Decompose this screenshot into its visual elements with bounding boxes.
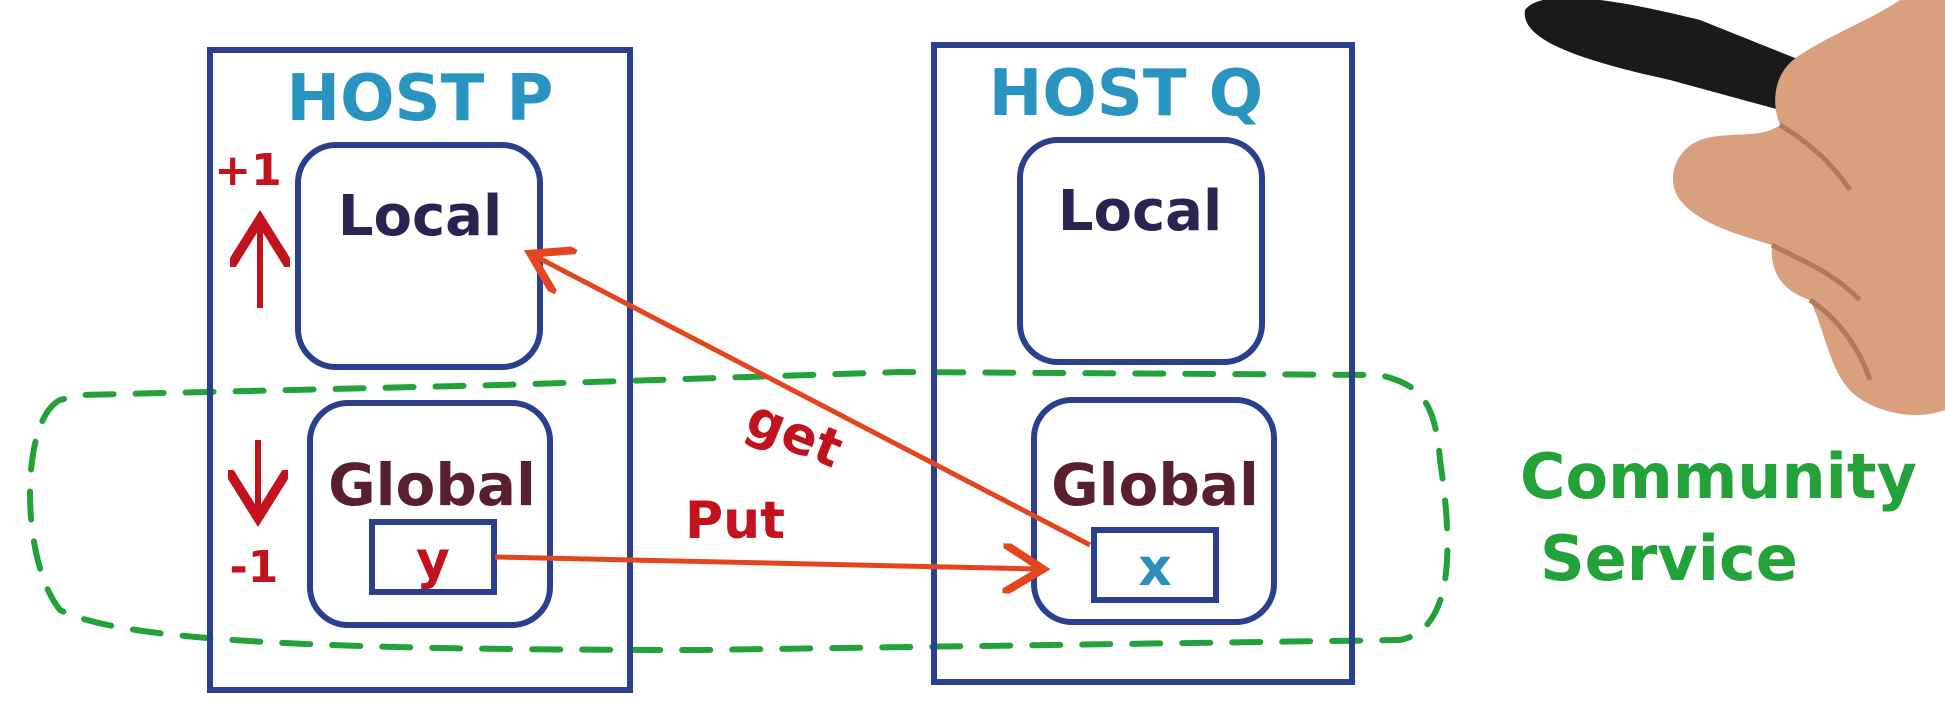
host-q-variable-box (1091, 527, 1219, 603)
put-arrow (494, 557, 1038, 569)
host-q-variable-label: x (1138, 538, 1172, 598)
host-p-variable-box (369, 519, 497, 595)
host-p-global-box (307, 400, 553, 628)
host-p-global-label: Global (328, 451, 536, 519)
host-q-title: HOST Q (989, 57, 1263, 131)
hand-holding-marker-illustration (1524, 0, 1945, 415)
host-p-local-box (295, 142, 543, 370)
host-p-variable-label: y (416, 531, 450, 591)
hand-shadow (1770, 122, 1873, 381)
host-p: HOST P Local Global y (207, 47, 633, 693)
host-q-global-label: Global (1051, 451, 1259, 519)
host-q-local-box (1017, 137, 1265, 365)
get-arrow (535, 256, 1092, 548)
get-label: get (738, 388, 851, 480)
hand (1672, 0, 1945, 415)
put-label: Put (685, 491, 785, 551)
host-q-global-box (1031, 397, 1277, 625)
host-p-local-label: Local (338, 184, 502, 249)
marker-pen (1524, 0, 1800, 110)
counter-up-label: +1 (214, 145, 281, 196)
counter-down-label: -1 (230, 542, 279, 593)
community-label-line2: Service (1540, 522, 1798, 595)
host-p-box (207, 47, 633, 693)
host-p-title: HOST P (287, 62, 554, 136)
host-q: HOST Q Local Global x (931, 42, 1355, 685)
host-q-local-label: Local (1058, 179, 1222, 244)
community-label-line1: Community (1520, 440, 1917, 513)
community-service-boundary (27, 368, 1451, 654)
host-q-box (931, 42, 1355, 685)
